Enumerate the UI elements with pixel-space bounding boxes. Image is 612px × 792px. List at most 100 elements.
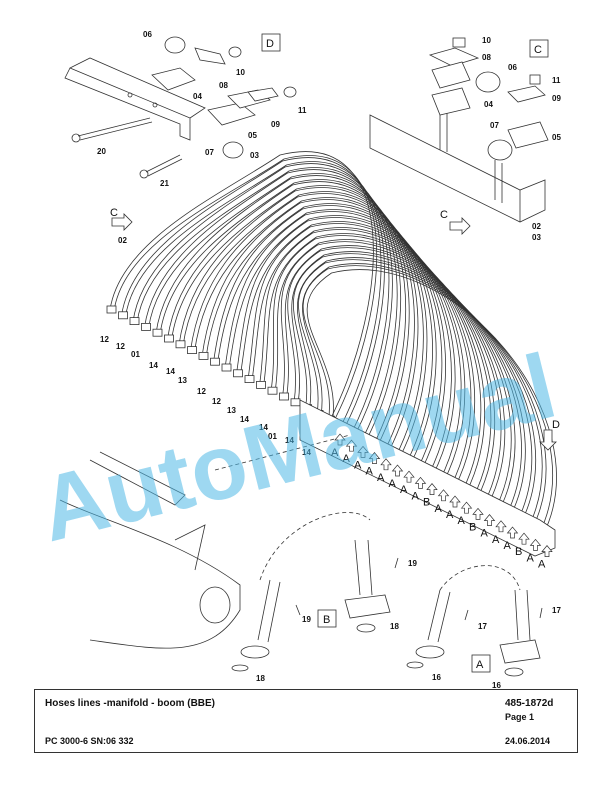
callout-14-e: 14 bbox=[285, 436, 294, 445]
arrow-label-c-right: C bbox=[440, 209, 448, 221]
hose-line bbox=[201, 199, 443, 469]
callout-18-a: 18 bbox=[256, 674, 265, 683]
hose-line bbox=[167, 181, 415, 451]
hose-line bbox=[287, 247, 522, 517]
port-letter: B bbox=[469, 521, 476, 533]
port-letter: A bbox=[354, 459, 362, 471]
hose-line bbox=[284, 245, 516, 512]
boom-outline bbox=[59, 451, 241, 649]
port-letter: A bbox=[527, 552, 535, 564]
hose-line bbox=[155, 175, 406, 445]
port-letter: B bbox=[423, 497, 430, 509]
port-arrow bbox=[483, 514, 496, 526]
view-box-c: C bbox=[534, 44, 542, 56]
hose-fitting bbox=[106, 305, 117, 314]
callout-13-b: 13 bbox=[227, 406, 236, 415]
hose-line bbox=[109, 151, 374, 421]
hose-fitting bbox=[221, 363, 232, 372]
hose-fitting bbox=[210, 357, 220, 366]
port-arrow bbox=[414, 476, 427, 489]
port-arrow bbox=[334, 433, 346, 446]
port-arrow bbox=[460, 501, 473, 514]
callout-14-c: 14 bbox=[240, 415, 249, 424]
callouts: 06 10 08 04 11 09 05 07 03 20 21 02 10 0… bbox=[97, 30, 561, 690]
detail-fittings bbox=[214, 434, 543, 677]
callout-03-d: 03 bbox=[250, 151, 259, 160]
callout-02-left: 02 bbox=[118, 236, 127, 245]
callout-12-c: 12 bbox=[197, 387, 206, 396]
port-letter: A bbox=[458, 515, 466, 527]
port-arrow bbox=[380, 458, 392, 471]
hose-fitting bbox=[141, 322, 151, 331]
hose-line bbox=[270, 235, 502, 505]
callout-14-d: 14 bbox=[259, 423, 268, 432]
callout-01-b: 01 bbox=[268, 432, 277, 441]
hose-line bbox=[194, 197, 437, 464]
page-number: Page 1 bbox=[505, 712, 535, 722]
hose-line bbox=[125, 161, 385, 428]
port-arrow bbox=[449, 495, 461, 508]
callout-19-a: 19 bbox=[302, 615, 311, 624]
port-arrow bbox=[495, 520, 507, 533]
drawing-number: 485-1872d bbox=[505, 698, 554, 709]
callout-18-b: 18 bbox=[390, 622, 399, 631]
clamp-parts-d bbox=[151, 36, 297, 159]
hose-line bbox=[178, 187, 424, 457]
hose-line bbox=[132, 163, 390, 433]
hose-fitting bbox=[244, 375, 255, 384]
port-letter: A bbox=[377, 472, 385, 484]
port-letter: A bbox=[492, 534, 500, 546]
port-letter: A bbox=[481, 528, 489, 540]
port-arrow bbox=[518, 532, 530, 545]
callout-14-b: 14 bbox=[166, 367, 175, 376]
port-arrow bbox=[472, 507, 484, 520]
hose-line bbox=[171, 185, 419, 452]
callout-07-d: 07 bbox=[205, 148, 214, 157]
callout-12-d: 12 bbox=[212, 397, 221, 406]
view-boxes bbox=[261, 33, 549, 673]
callout-14-f: 14 bbox=[302, 448, 311, 457]
port-letter: B bbox=[515, 546, 522, 558]
hose-line bbox=[247, 223, 482, 493]
boom-beam-right bbox=[369, 110, 546, 223]
port-arrow bbox=[368, 452, 381, 464]
port-letter: A bbox=[343, 453, 351, 465]
callout-04-d: 04 bbox=[193, 92, 202, 101]
callout-03-right: 03 bbox=[532, 233, 541, 242]
hose-line bbox=[113, 155, 378, 422]
port-arrow bbox=[403, 470, 415, 483]
callout-21: 21 bbox=[160, 179, 169, 188]
port-arrow bbox=[357, 445, 369, 458]
port-letter: A bbox=[504, 540, 512, 552]
callout-10-d: 10 bbox=[236, 68, 245, 77]
callout-17-a: 17 bbox=[552, 606, 561, 615]
hose-line bbox=[190, 193, 433, 463]
hose-fitting bbox=[256, 380, 266, 389]
callout-01-a: 01 bbox=[131, 350, 140, 359]
callout-09-c: 09 bbox=[552, 94, 561, 103]
port-arrow bbox=[506, 526, 519, 539]
hose-line bbox=[236, 217, 472, 487]
callout-08-c: 08 bbox=[482, 53, 491, 62]
hose-fitting bbox=[187, 346, 197, 355]
callout-08-d: 08 bbox=[219, 81, 228, 90]
hose-line bbox=[280, 241, 512, 511]
machine-model: PC 3000-6 SN:06 332 bbox=[45, 736, 134, 746]
boom-bracket-left bbox=[64, 57, 206, 141]
callout-17-b: 17 bbox=[478, 622, 487, 631]
clamp-parts-c bbox=[428, 37, 549, 161]
callout-06-c: 06 bbox=[508, 63, 517, 72]
callout-16-a: 16 bbox=[432, 673, 441, 682]
hose-line bbox=[291, 251, 526, 518]
hose-line bbox=[251, 227, 485, 494]
callout-11-c: 11 bbox=[552, 76, 561, 85]
hose-fitting bbox=[175, 340, 186, 349]
hose-line bbox=[148, 173, 401, 440]
hose-line bbox=[213, 205, 452, 475]
hose-line bbox=[240, 221, 476, 488]
port-arrow bbox=[426, 483, 438, 495]
hose-line bbox=[259, 229, 492, 499]
port-letter: A bbox=[366, 466, 374, 478]
port-letter: A bbox=[389, 478, 397, 490]
